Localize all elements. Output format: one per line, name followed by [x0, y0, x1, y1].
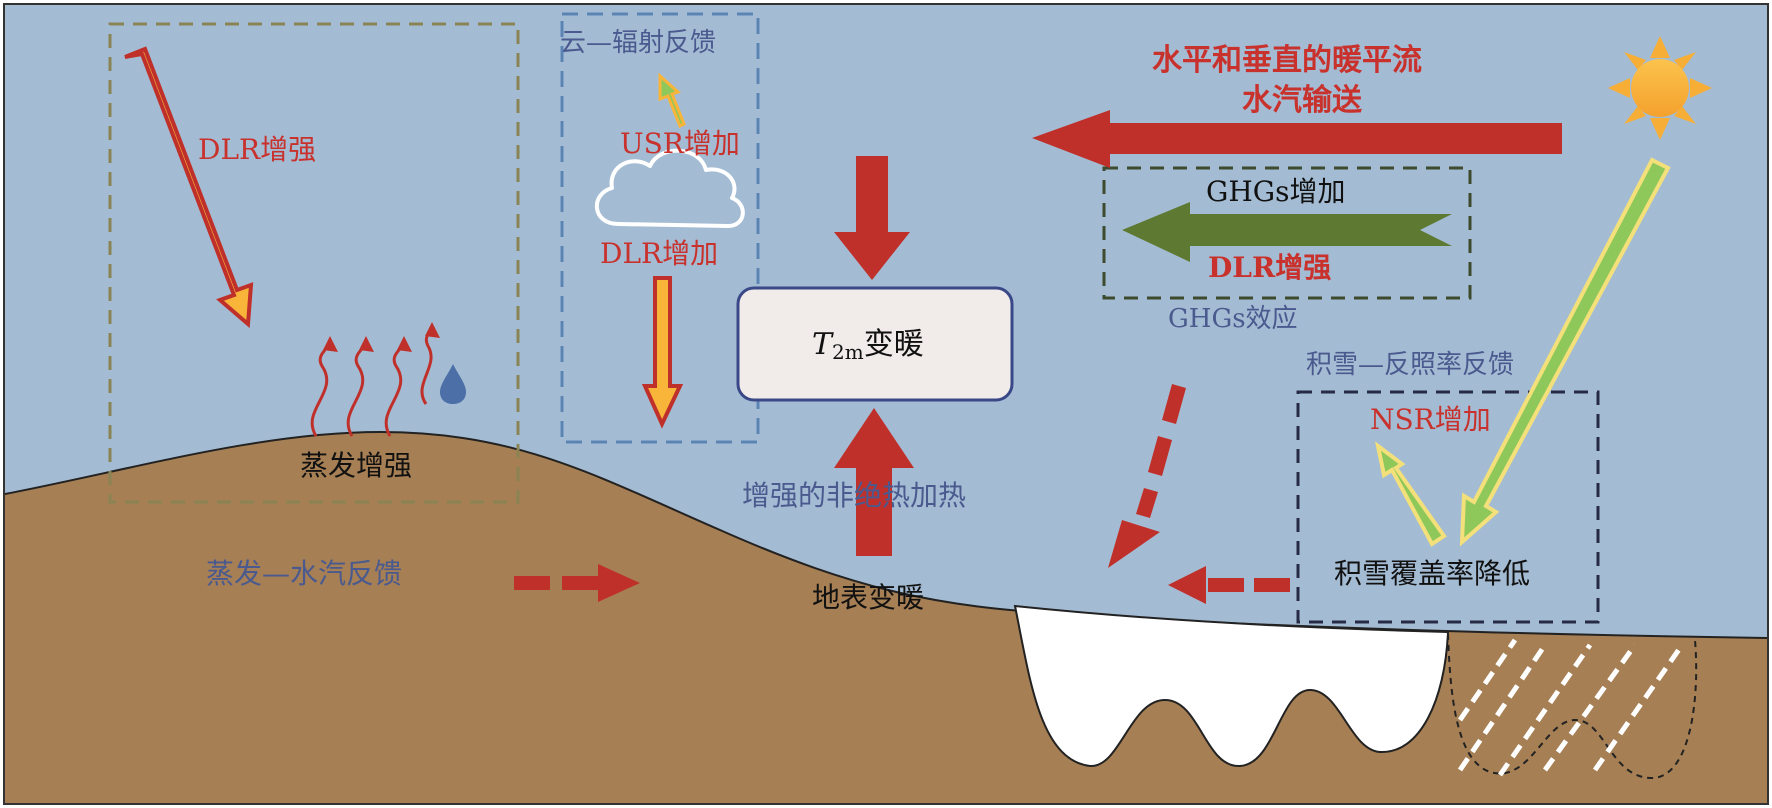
dlr-down-arrow [641, 276, 684, 429]
evaporation-feedback-box [108, 22, 520, 504]
cloud-feedback-box [560, 12, 760, 444]
cloud-icon [594, 148, 745, 228]
nsr-reflected-arrow [1374, 441, 1447, 547]
ghgs-arrow [1122, 202, 1452, 262]
surface-warming-label: 地表变暖 [812, 581, 925, 614]
melted-snow-outline [1447, 633, 1698, 780]
dlr-diagonal-arrow [124, 46, 254, 329]
t2m-warming-text: 变暖 [863, 327, 924, 362]
surface-up-arrow [834, 408, 914, 556]
heating-down-arrow [834, 156, 910, 280]
snow-albedo-feedback-label: 积雪—反照率反馈 [1306, 350, 1515, 380]
advection-label-line2: 水汽输送 [1242, 83, 1362, 118]
nsr-increase-label: NSR增加 [1370, 403, 1491, 436]
dashed-arrow-snow [1168, 566, 1290, 604]
evaporation-arrows-icon [310, 322, 440, 437]
advection-arrow [1032, 110, 1562, 168]
nonadiabatic-heating-label: 增强的非绝热加热 [742, 479, 967, 512]
evaporation-strengthen-label: 蒸发增强 [300, 449, 413, 482]
melted-snow-hatch [1457, 638, 1683, 777]
ground [5, 432, 1767, 803]
solar-ray-arrow [1459, 157, 1671, 547]
evaporation-vapor-feedback-label: 蒸发—水汽反馈 [206, 557, 403, 590]
snow-feedback-box [1296, 390, 1600, 624]
advection-label-line1: 水平和垂直的暖平流 [1152, 43, 1422, 78]
t2m-symbol: T [812, 327, 833, 362]
snow-patch-icon [1013, 604, 1450, 768]
ghgs-box [1102, 166, 1472, 300]
dashed-arrow-ghgs [1108, 384, 1186, 568]
t2m-warming-label: T2m变暖 [812, 327, 924, 364]
sun-icon [1608, 36, 1712, 140]
snow-cover-decrease-label: 积雪覆盖率降低 [1334, 557, 1531, 590]
dlr-strengthen-label-left: DLR增强 [198, 133, 317, 166]
dashed-arrow-evaporation [514, 564, 640, 602]
t2m-box [736, 286, 1014, 402]
ghgs-effect-label: GHGs效应 [1168, 304, 1298, 334]
usr-increase-label: USR增加 [620, 127, 740, 160]
dlr-strengthen-label-right: DLR增强 [1208, 251, 1332, 284]
t2m-subscript: 2m [832, 340, 864, 364]
ghgs-increase-label: GHGs增加 [1206, 175, 1346, 208]
usr-up-arrow [658, 72, 686, 129]
dlr-increase-label: DLR增加 [600, 237, 719, 270]
water-drop-icon [440, 364, 466, 404]
cloud-radiation-feedback-label: 云—辐射反馈 [560, 28, 717, 58]
